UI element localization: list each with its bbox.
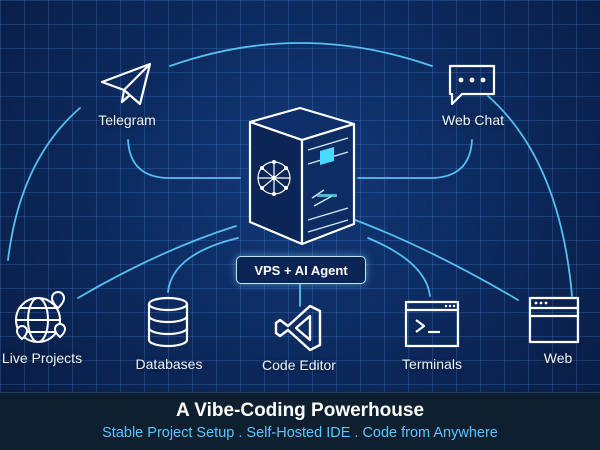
link-databases [167,237,239,293]
footer-bar [0,392,600,450]
node-label-live-projects: Live Projects [1,350,83,366]
link-web [349,217,519,301]
footer-title: A Vibe-Coding Powerhouse [175,400,425,421]
node-label-databases: Databases [135,356,203,372]
outer-arc-right [487,95,573,297]
code-editor-icon [274,304,322,352]
paper-plane-icon [100,62,152,106]
connection-lines [7,42,573,307]
node-label-web: Web [543,350,573,366]
server-icon [248,106,356,246]
browser-window-icon [528,296,580,344]
outer-arc-left [7,107,81,261]
top-arc [169,42,433,67]
node-label-code-editor: Code Editor [262,357,336,373]
chat-bubble-icon [448,64,496,106]
node-label-telegram: Telegram [98,112,156,128]
globe-pins-icon [15,290,67,343]
node-label-terminals: Terminals [402,356,462,372]
vps-ai-agent-badge: VPS + AI Agent [236,256,366,284]
link-live-projects [77,225,237,299]
link-webchat [357,139,473,179]
database-icon [147,296,189,348]
node-label-web-chat: Web Chat [442,112,504,128]
footer-subtitle: Stable Project Setup . Self-Hosted IDE .… [102,425,498,441]
link-telegram [127,139,241,179]
link-terminals [367,237,431,297]
terminal-icon [404,300,460,348]
